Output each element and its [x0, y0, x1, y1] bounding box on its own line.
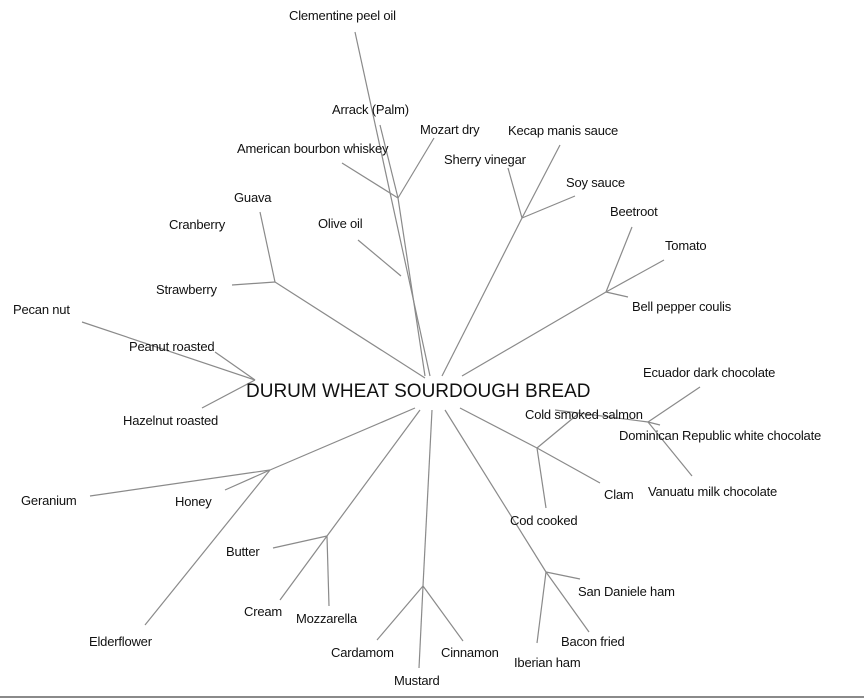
leaf-label: San Daniele ham: [578, 584, 675, 599]
leaf-label: Mozzarella: [296, 611, 357, 626]
leaf-label: Cinnamon: [441, 645, 499, 660]
leaf-label: Hazelnut roasted: [123, 413, 219, 428]
edge: [214, 351, 256, 381]
leaf-label: Guava: [234, 190, 272, 205]
edge: [357, 239, 402, 277]
leaf-label: Vanuatu milk chocolate: [648, 484, 778, 499]
edge: [536, 571, 547, 644]
leaf-label: Elderflower: [89, 634, 152, 649]
edge: [326, 535, 330, 607]
edge: [536, 447, 601, 484]
edge: [422, 409, 433, 587]
leaf-label: Honey: [175, 494, 212, 509]
leaf-label: Pecan nut: [13, 302, 70, 317]
leaf-label: Cod cooked: [510, 513, 578, 528]
leaf-label: Tomato: [665, 238, 707, 253]
edge: [441, 217, 523, 377]
leaf-label: Mozart dry: [420, 122, 480, 137]
edge: [422, 585, 464, 642]
edge: [444, 409, 547, 573]
edge: [144, 469, 271, 626]
edge: [647, 421, 661, 426]
edge: [605, 226, 633, 293]
leaf-label: Kecap manis sauce: [508, 123, 619, 138]
edge: [376, 585, 424, 641]
edge: [269, 407, 416, 471]
edge: [536, 447, 547, 509]
edge: [647, 386, 701, 423]
edge: [341, 162, 399, 199]
edge: [545, 571, 581, 580]
leaf-label: Dominican Republic white chocolate: [619, 428, 822, 443]
edge: [379, 124, 399, 199]
leaf-label: Geranium: [21, 493, 77, 508]
edge: [397, 197, 426, 377]
edge: [272, 535, 328, 549]
edge: [259, 211, 276, 283]
leaf-label: Ecuador dark chocolate: [643, 365, 776, 380]
edge: [418, 585, 424, 669]
leaf-label: Cardamom: [331, 645, 394, 660]
edge: [605, 291, 629, 298]
edge: [81, 321, 256, 381]
edge: [647, 421, 693, 477]
leaf-label: Bell pepper coulis: [632, 299, 732, 314]
edge: [224, 469, 271, 491]
root-label: DURUM WHEAT SOURDOUGH BREAD: [246, 381, 591, 402]
edge: [554, 409, 649, 423]
leaf-label: Iberian ham: [514, 655, 581, 670]
edge: [354, 31, 431, 377]
leaf-label: Peanut roasted: [129, 339, 215, 354]
leaf-label: Butter: [226, 544, 260, 559]
leaf-label: Strawberry: [156, 282, 217, 297]
edge: [89, 469, 271, 497]
edge: [545, 571, 590, 633]
edge: [201, 379, 256, 409]
edge: [605, 259, 665, 293]
leaf-label: Mustard: [394, 673, 440, 688]
leaf-label: Cream: [244, 604, 283, 619]
edge: [279, 535, 328, 601]
leaf-label: Cranberry: [169, 217, 225, 232]
edge: [231, 281, 276, 286]
edge: [507, 167, 523, 219]
edge: [326, 409, 421, 537]
edge: [521, 144, 561, 219]
leaf-label: Soy sauce: [566, 175, 625, 190]
edge: [521, 195, 576, 219]
leaf-label: Clam: [604, 487, 634, 502]
bottom-divider: [0, 696, 864, 698]
edge: [461, 291, 607, 377]
leaf-label: Arrack (Palm): [332, 102, 409, 117]
leaf-label: Cold smoked salmon: [525, 407, 643, 422]
leaf-label: Olive oil: [318, 216, 363, 231]
edge: [459, 407, 538, 449]
edge: [397, 137, 435, 199]
leaf-label: Bacon fried: [561, 634, 625, 649]
leaf-label: Sherry vinegar: [444, 152, 526, 167]
edge: [536, 413, 579, 449]
leaf-label: Clementine peel oil: [289, 8, 396, 23]
edge: [274, 281, 426, 379]
leaf-label: Beetroot: [610, 204, 658, 219]
leaf-label: American bourbon whiskey: [237, 141, 389, 156]
